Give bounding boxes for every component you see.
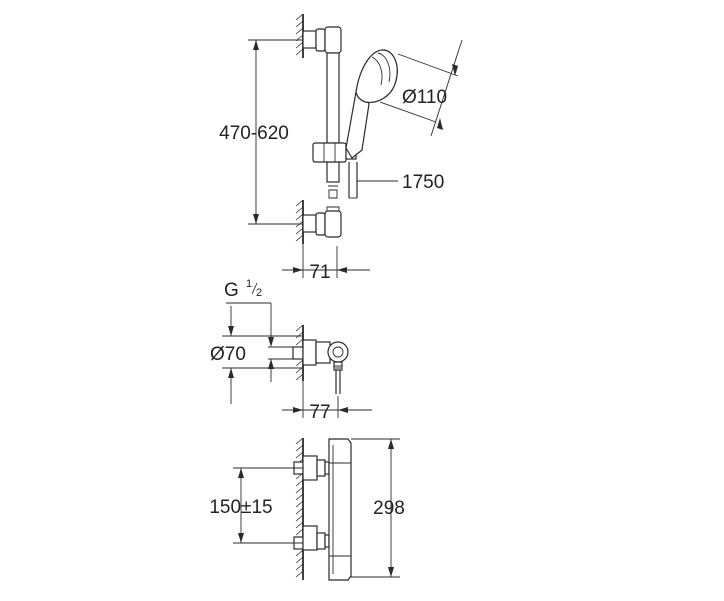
rail-height-label: 470-620 [219, 123, 289, 144]
thermostat-height-label: 298 [373, 498, 405, 519]
hose-length-dimension: 1750 [357, 172, 444, 193]
lower-wall-bracket [302, 210, 342, 238]
wall-section-bottom [295, 199, 304, 244]
wall-elbow [292, 339, 349, 394]
hand-shower [345, 49, 398, 159]
shower-hose [348, 162, 358, 199]
thread-prefix: G [224, 280, 239, 301]
elbow-diameter-dimension: Ø70 [210, 306, 303, 404]
rail-projection-label: 71 [309, 262, 330, 283]
thermostat-view: 150±15 298 [209, 437, 405, 581]
inlet-spacing-dimension: 150±15 [209, 467, 303, 544]
head-diameter-dimension: Ø110 [379, 39, 463, 137]
upper-wall-bracket [302, 26, 342, 54]
rail-projection-dimension: 71 [282, 244, 370, 283]
wall-section-thermostat [295, 437, 304, 580]
thermostat-body [328, 438, 352, 581]
elbow-projection-label: 77 [309, 402, 330, 423]
shower-rail-view: 470-620 Ø110 1750 71 [219, 13, 463, 283]
inlet-spacing-label: 150±15 [209, 497, 272, 518]
lower-inlet-connector [293, 525, 330, 551]
elbow-projection-dimension: 77 [282, 381, 372, 423]
head-diameter-label: Ø110 [402, 87, 447, 108]
wall-elbow-view: G 1 2 Ø70 7 [210, 278, 372, 423]
thermostat-height-dimension: 298 [351, 438, 405, 578]
hose-length-label: 1750 [402, 172, 444, 193]
thread-size-label: G 1 2 [224, 278, 293, 382]
thread-numerator: 1 [246, 278, 252, 290]
thread-denominator: 2 [256, 287, 262, 299]
wall-section-top [295, 13, 304, 58]
elbow-diameter-label: Ø70 [210, 344, 246, 365]
rail-height-dimension: 470-620 [219, 39, 303, 225]
rail-bar [326, 52, 340, 212]
